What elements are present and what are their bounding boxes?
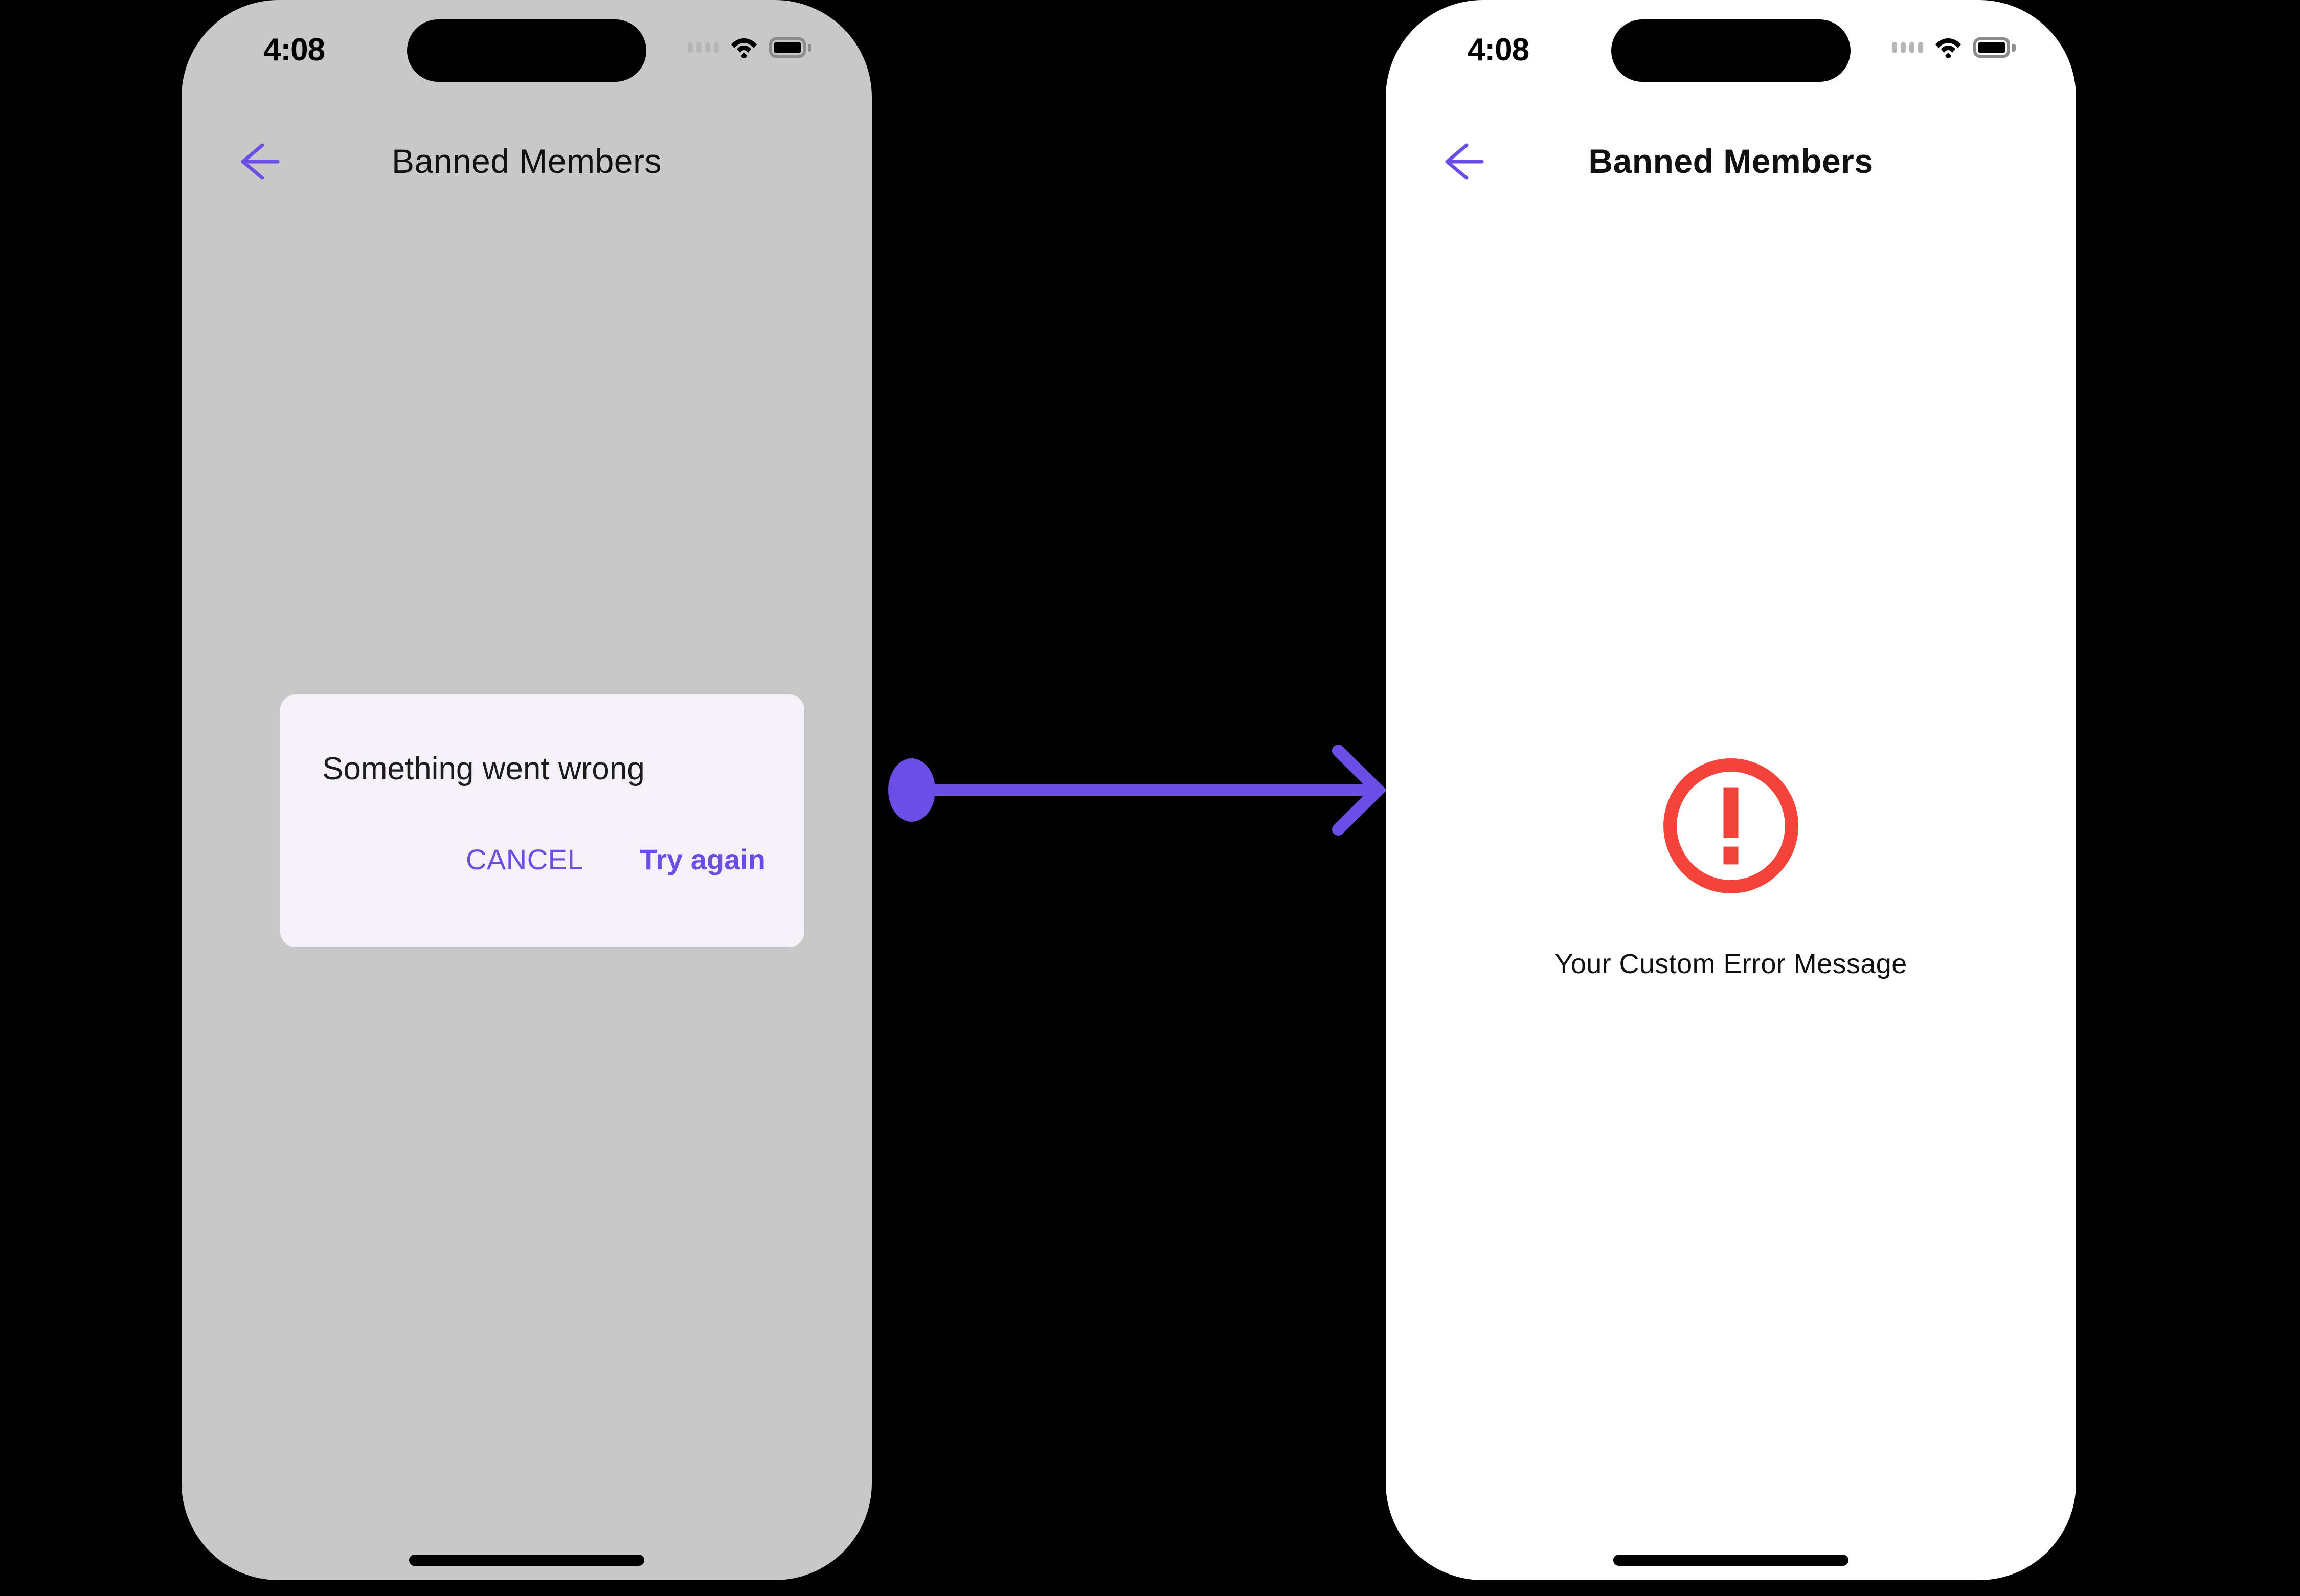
flow-arrow [888,745,1387,836]
battery-icon [1973,37,2016,58]
signal-dots-icon [688,42,719,53]
error-state: Your Custom Error Message [1386,752,2076,980]
arrow-left-icon [241,143,280,180]
status-time: 4:08 [1468,32,1529,68]
back-button[interactable] [229,133,290,190]
error-message: Your Custom Error Message [1554,949,1907,979]
back-button[interactable] [1433,133,1494,190]
battery-icon [769,37,811,58]
phone-mockup-custom-error-state: 4:08 Banned Members [1386,0,2076,1580]
page-title: Banned Members [1588,142,1874,180]
status-bar: 4:08 [182,0,872,102]
app-bar: Banned Members [182,130,872,197]
dialog-title: Something went wrong [322,751,645,786]
app-bar: Banned Members [1386,130,2076,197]
try-again-button[interactable]: Try again [640,843,765,875]
status-indicators [688,32,811,63]
page-title: Banned Members [392,142,662,180]
cancel-button[interactable]: CANCEL [465,843,584,875]
signal-dots-icon [1892,42,1923,53]
error-circle-exclamation-icon [1663,758,1798,893]
home-indicator[interactable] [1613,1555,1848,1566]
wifi-icon [731,38,757,58]
status-time: 4:08 [263,32,325,68]
dynamic-island [1611,19,1851,82]
arrow-left-icon [1445,143,1484,180]
dynamic-island [407,19,646,82]
phone-mockup-dialog-state: 4:08 Banned Members Something went wrong [182,0,872,1580]
dialog-actions: CANCEL Try again [466,843,765,876]
wifi-icon [1935,38,1961,58]
home-indicator[interactable] [409,1555,644,1566]
error-dialog: Something went wrong CANCEL Try again [280,694,804,947]
status-bar: 4:08 [1386,0,2076,102]
status-indicators [1892,32,2016,63]
